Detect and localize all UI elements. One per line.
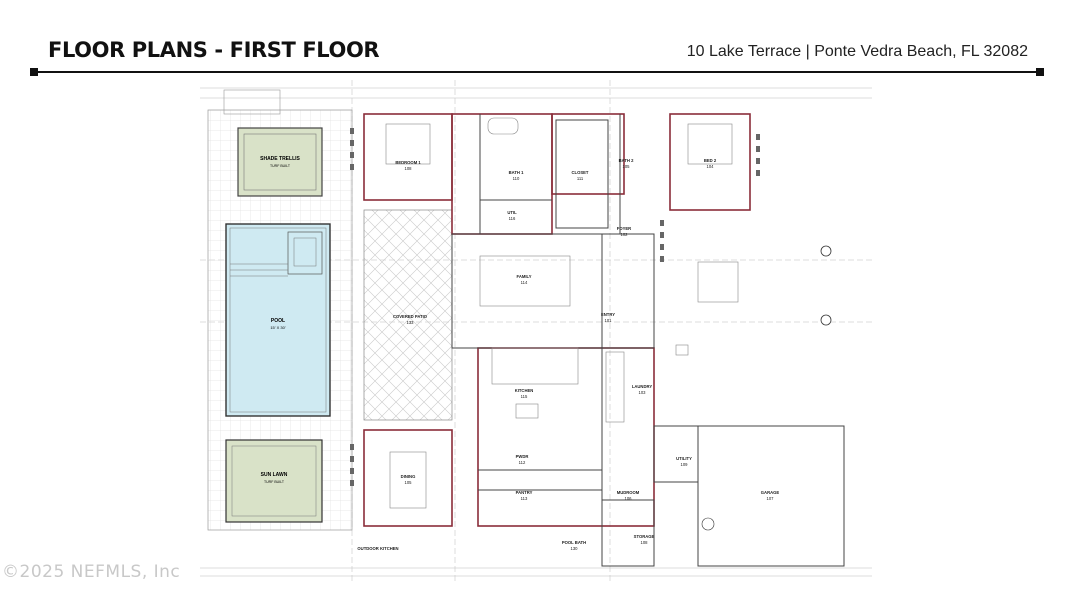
pool-label: POOL bbox=[271, 318, 285, 324]
num-garage: 107 bbox=[767, 496, 775, 501]
label-pantry: PANTRY bbox=[516, 490, 533, 495]
divider-end-right bbox=[1036, 68, 1044, 76]
num-storage: 108 bbox=[641, 540, 649, 545]
label-bath2: BATH 2 bbox=[619, 158, 634, 163]
interior-walls bbox=[451, 114, 845, 567]
num-covered-patio: 133 bbox=[407, 320, 415, 325]
label-kitchen: KITCHEN bbox=[515, 388, 534, 393]
label-foyer: FOYER bbox=[617, 226, 631, 231]
covered-patio-area bbox=[363, 209, 453, 421]
header-divider bbox=[33, 71, 1041, 73]
num-bed2: 104 bbox=[707, 164, 715, 169]
num-bath2: 105 bbox=[623, 164, 631, 169]
sun-lawn-label: SUN LAWN bbox=[261, 472, 288, 478]
label-bath1: BATH 1 bbox=[509, 170, 524, 175]
num-pwdr: 112 bbox=[519, 460, 526, 465]
label-closet: CLOSET bbox=[572, 170, 589, 175]
num-entry: 101 bbox=[605, 318, 613, 323]
label-utility: UTILITY bbox=[676, 456, 692, 461]
label-laundry: LAUNDRY bbox=[632, 384, 653, 389]
num-util: 116 bbox=[509, 216, 516, 221]
num-foyer: 102 bbox=[621, 232, 629, 237]
label-outdoor-kitchen: OUTDOOR KITCHEN bbox=[357, 546, 398, 551]
label-bedroom1: BEDROOM 1 bbox=[395, 160, 421, 165]
label-pool-bath: POOL BATH bbox=[562, 540, 586, 545]
property-address: 10 Lake Terrace | Ponte Vedra Beach, FL … bbox=[686, 43, 1028, 60]
shade-trellis-label: SHADE TRELLIS bbox=[260, 156, 300, 162]
num-family: 114 bbox=[521, 280, 528, 285]
label-garage: GARAGE bbox=[761, 490, 780, 495]
pool-size: 15' X 30' bbox=[270, 325, 286, 330]
label-pwdr: PWDR bbox=[516, 454, 529, 459]
label-dining: DINING bbox=[401, 474, 416, 479]
num-laundry: 103 bbox=[639, 390, 647, 395]
sun-lawn-note: TURF BUILT bbox=[264, 480, 285, 484]
page-title: FLOOR PLANS - FIRST FLOOR bbox=[48, 38, 380, 62]
fixtures bbox=[385, 117, 739, 531]
shade-trellis bbox=[237, 127, 323, 197]
num-pool-bath: 130 bbox=[571, 546, 579, 551]
num-closet: 111 bbox=[577, 176, 584, 181]
label-util: UTIL bbox=[507, 210, 517, 215]
label-storage: STORAGE bbox=[634, 534, 655, 539]
num-bath1: 110 bbox=[513, 176, 520, 181]
label-entry: ENTRY bbox=[601, 312, 615, 317]
num-pantry: 113 bbox=[521, 496, 528, 501]
spa bbox=[287, 231, 323, 275]
floor-plan-drawing: SHADE TRELLIS TURF BUILT POOL 15' X 30' … bbox=[200, 80, 872, 582]
num-dining: 105 bbox=[405, 480, 413, 485]
section-markers bbox=[820, 245, 832, 326]
mls-watermark: ©2025 NEFMLS, Inc bbox=[2, 562, 181, 582]
label-family: FAMILY bbox=[517, 274, 532, 279]
pool bbox=[225, 223, 331, 417]
divider-end-left bbox=[30, 68, 38, 76]
label-mudroom: MUDROOM bbox=[617, 490, 640, 495]
num-utility: 109 bbox=[681, 462, 689, 467]
sun-lawn bbox=[225, 439, 323, 523]
label-bed2: BED 2 bbox=[704, 158, 717, 163]
num-mudroom: 106 bbox=[625, 496, 633, 501]
windows bbox=[350, 128, 760, 486]
shade-trellis-note: TURF BUILT bbox=[270, 164, 291, 168]
num-bedroom1: 108 bbox=[405, 166, 413, 171]
label-covered-patio: COVERED PATIO bbox=[393, 314, 428, 319]
num-kitchen: 115 bbox=[521, 394, 528, 399]
